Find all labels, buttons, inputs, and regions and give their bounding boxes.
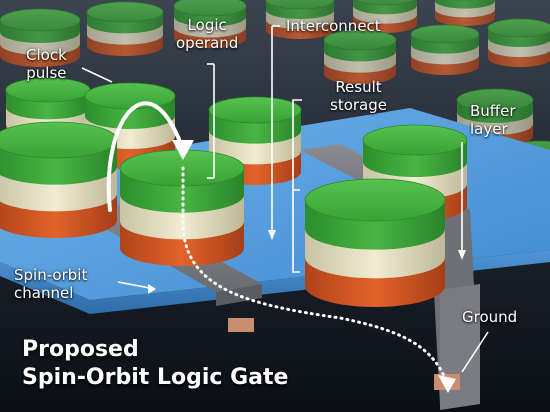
buffer-layer-label: Buffer layer (470, 102, 516, 138)
current-path-arrowhead (438, 375, 456, 393)
background-pillar (323, 29, 397, 84)
figure-title-line2: Spin-Orbit Logic Gate (22, 365, 289, 390)
clock-pulse-label-line1: Clock (26, 46, 67, 64)
spin-orbit-channel-label-line2: channel (14, 284, 74, 302)
clock-pulse-label-line2: pulse (26, 64, 67, 82)
spin-orbit-channel-label: Spin-orbit channel (14, 266, 87, 302)
buffer-layer-label-line2: layer (470, 120, 508, 138)
clock-pulse-arrow (106, 101, 185, 212)
current-path (181, 166, 447, 380)
spin-orbit-channel-label-line1: Spin-orbit (14, 266, 88, 284)
background-pillar (0, 8, 81, 67)
background-pillar (86, 1, 164, 56)
pillar (0, 121, 118, 238)
result-storage-pillar (304, 178, 446, 307)
interconnect-label: Interconnect (286, 17, 381, 35)
background-pillar (487, 18, 550, 67)
result-storage-label: Result storage (330, 78, 387, 114)
background-pillar (435, 0, 495, 26)
figure-title: Proposed Spin-Orbit Logic Gate (22, 336, 288, 392)
callout-lines (81, 25, 489, 373)
figure-title-line1: Proposed (22, 337, 139, 362)
background-pillar (265, 0, 335, 39)
logic-operand-label: Logic operand (176, 16, 238, 52)
background-pillar (173, 0, 247, 48)
background-pillar (353, 0, 417, 33)
ground-pad (228, 318, 254, 332)
ground-label: Ground (462, 308, 518, 326)
logic-operand-label-line1: Logic (187, 16, 227, 34)
background-pillar (410, 24, 480, 75)
callout-arrowheads (148, 230, 466, 294)
buffer-layer-label-line1: Buffer (470, 102, 516, 120)
logic-operand-label-line2: operand (176, 34, 239, 52)
result-storage-label-line2: storage (330, 96, 387, 114)
result-storage-label-line1: Result (335, 78, 382, 96)
clock-pulse-arrowhead (172, 140, 194, 160)
clock-pulse-label: Clock pulse (26, 46, 67, 82)
